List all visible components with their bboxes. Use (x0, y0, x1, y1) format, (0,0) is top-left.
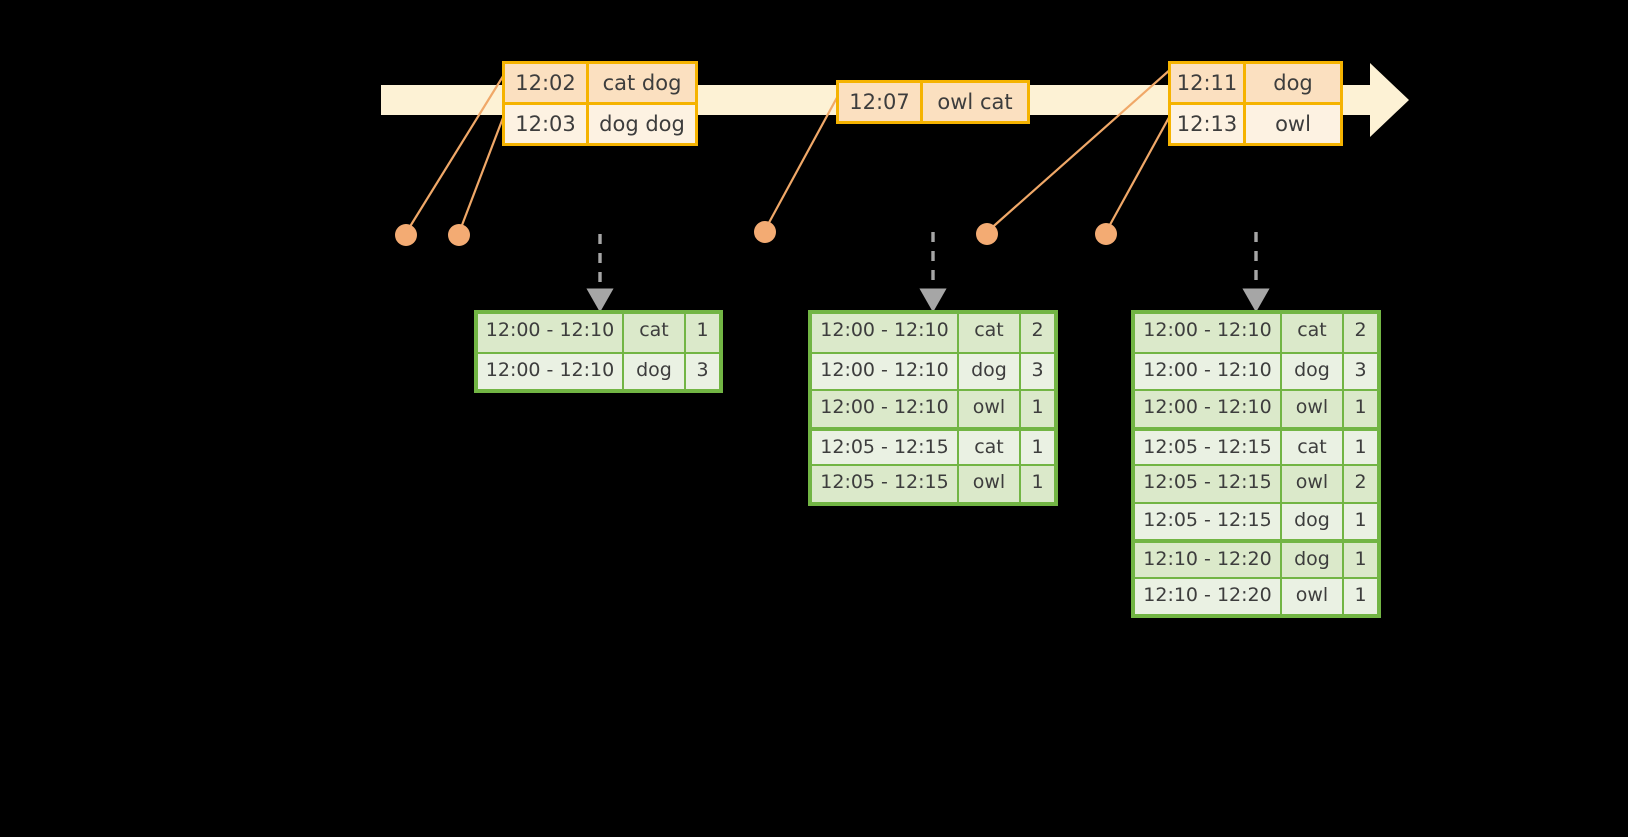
cell-window: 12:05 - 12:15 (1135, 430, 1282, 464)
connector-dot-5 (1095, 223, 1117, 245)
cell-key: dog (1282, 543, 1344, 577)
event-words: owl cat (937, 90, 1013, 114)
cell-count: 2 (1031, 319, 1044, 341)
cell-key: dog (959, 353, 1021, 389)
connector-line-2 (457, 109, 508, 234)
cell-count: 1 (1031, 435, 1044, 458)
event-row: 12:02 cat dog (505, 64, 695, 102)
event-box-1211[interactable]: 12:11 dog 12:13 owl (1168, 61, 1343, 146)
cell-window: 12:05 - 12:15 (1135, 466, 1282, 502)
event-timestamp: 12:03 (505, 105, 589, 143)
cell-window: 12:00 - 12:10 (478, 314, 624, 352)
cell-count: 3 (1031, 358, 1044, 381)
event-words: dog (1273, 71, 1313, 95)
event-row: 12:07 owl cat (839, 83, 1027, 121)
event-timestamp: 12:02 (505, 64, 589, 102)
event-box-1207[interactable]: 12:07 owl cat (836, 80, 1030, 124)
event-row: 12:03 dog dog (505, 102, 695, 143)
cell-count: 1 (1031, 471, 1044, 493)
cell-key: cat (959, 314, 1021, 352)
cell-window: 12:00 - 12:10 (1135, 391, 1282, 427)
cell-count: 1 (1354, 583, 1367, 606)
cell-count: 1 (1354, 508, 1367, 531)
event-words: dog dog (599, 112, 685, 136)
event-row: 12:13 owl (1171, 102, 1340, 143)
event-words: cat dog (602, 71, 682, 95)
cell-count: 3 (696, 358, 709, 381)
connector-line-5 (1105, 111, 1173, 233)
event-row: 12:11 dog (1171, 64, 1340, 102)
connector-line-3 (764, 91, 841, 231)
cell-count: 1 (1354, 396, 1367, 418)
cell-key: cat (1282, 314, 1344, 352)
cell-window: 12:00 - 12:10 (1135, 314, 1282, 352)
cell-count: 1 (1031, 396, 1044, 418)
cell-key: dog (1282, 353, 1344, 389)
cell-window: 12:10 - 12:20 (1135, 543, 1282, 577)
connector-dot-1 (395, 224, 417, 246)
cell-count: 1 (696, 319, 709, 341)
cell-key: dog (1282, 503, 1344, 539)
cell-window: 12:10 - 12:20 (1135, 578, 1282, 614)
down-arrows (586, 232, 1270, 313)
cell-window: 12:05 - 12:15 (812, 466, 959, 502)
cell-key: owl (1282, 466, 1344, 502)
cell-key: cat (1282, 430, 1344, 464)
cell-window: 12:00 - 12:10 (812, 391, 959, 427)
cell-key: owl (1282, 578, 1344, 614)
event-timestamp: 12:13 (1171, 105, 1246, 143)
event-timestamp: 12:11 (1171, 64, 1246, 102)
connector-dot-4 (976, 223, 998, 245)
connector-dot-3 (754, 221, 776, 243)
connector-line-1 (405, 72, 506, 234)
cell-key: owl (1282, 391, 1344, 427)
cell-key: owl (959, 391, 1021, 427)
connector-dots (395, 221, 1117, 246)
cell-window: 12:00 - 12:10 (812, 353, 959, 389)
cell-key: dog (624, 353, 686, 389)
cell-count: 1 (1354, 548, 1367, 570)
connector-dot-2 (448, 224, 470, 246)
event-box-1202[interactable]: 12:02 cat dog 12:03 dog dog (502, 61, 698, 146)
cell-count: 2 (1354, 319, 1367, 341)
cell-key: owl (959, 466, 1021, 502)
cell-window: 12:05 - 12:15 (1135, 503, 1282, 539)
cell-key: cat (624, 314, 686, 352)
event-timestamp: 12:07 (839, 83, 923, 121)
cell-key: cat (959, 430, 1021, 464)
cell-window: 12:00 - 12:10 (1135, 353, 1282, 389)
cell-window: 12:00 - 12:10 (478, 353, 624, 389)
cell-count: 1 (1354, 435, 1367, 458)
cell-count: 2 (1354, 471, 1367, 493)
event-words: owl (1275, 112, 1311, 136)
cell-window: 12:00 - 12:10 (812, 314, 959, 352)
cell-window: 12:05 - 12:15 (812, 430, 959, 464)
cell-count: 3 (1354, 358, 1367, 381)
